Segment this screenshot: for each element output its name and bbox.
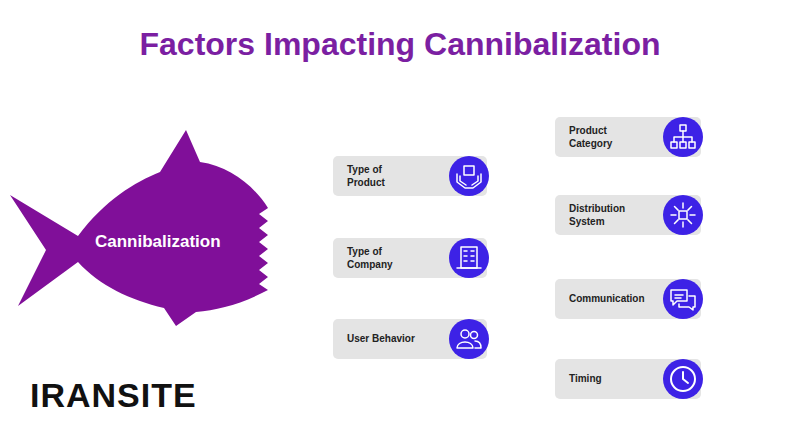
icon-stroke — [679, 211, 687, 219]
icon-stroke — [671, 290, 687, 305]
icon-stroke — [682, 222, 684, 227]
factor-icon — [671, 367, 695, 391]
factor-icon — [671, 203, 695, 227]
factor-label: Type of Product — [347, 163, 417, 190]
icon-stroke — [675, 207, 679, 211]
icon-stroke — [671, 367, 695, 391]
pill-shape — [333, 155, 491, 197]
icon-stroke — [671, 142, 677, 148]
icon-stroke — [688, 220, 692, 224]
factor-icon — [671, 125, 695, 148]
icon-circle — [449, 319, 489, 359]
icon-circle — [663, 359, 703, 399]
icon-stroke — [461, 330, 469, 338]
factor-pill: Timing — [555, 358, 705, 400]
icon-stroke — [671, 214, 676, 216]
fish-shape: Cannibalization — [0, 128, 280, 328]
icon-stroke — [471, 332, 478, 339]
factor-pill: Type of Company — [333, 237, 491, 279]
factor-label: Communication — [569, 292, 639, 306]
icon-stroke — [683, 372, 688, 383]
icon-stroke — [675, 295, 683, 298]
factor-icon — [671, 290, 695, 310]
icon-stroke — [464, 166, 474, 175]
factor-pill: Product Category — [555, 116, 705, 158]
factor-label: Product Category — [569, 124, 639, 151]
icon-stroke — [675, 220, 679, 224]
factor-label: Timing — [569, 372, 602, 386]
icon-stroke — [457, 341, 481, 348]
pill-shape — [333, 237, 491, 279]
icon-stroke — [457, 251, 481, 268]
pill-shape — [555, 194, 705, 236]
icon-stroke — [680, 125, 686, 131]
diagram-title: Factors Impacting Cannibalization — [0, 26, 800, 63]
icon-stroke — [690, 214, 695, 216]
factor-pill: Communication — [555, 278, 705, 320]
pill-shape — [555, 116, 705, 158]
icon-stroke — [680, 142, 686, 148]
icon-circle — [449, 156, 489, 196]
factor-label: Distribution System — [569, 202, 639, 229]
icon-circle — [663, 195, 703, 235]
factor-pill: Type of Product — [333, 155, 491, 197]
factor-icon — [457, 247, 481, 268]
factor-icon — [457, 330, 481, 348]
fish-body — [10, 130, 268, 326]
factor-label: User Behavior — [347, 332, 415, 346]
icon-circle — [663, 117, 703, 157]
factor-icon — [457, 166, 481, 188]
fish-label: Cannibalization — [95, 232, 221, 252]
factor-pill: User Behavior — [333, 318, 491, 360]
icon-stroke — [674, 131, 692, 142]
icon-stroke — [461, 247, 477, 268]
icon-stroke — [689, 142, 695, 148]
factor-label: Type of Company — [347, 245, 417, 272]
icon-stroke — [682, 203, 684, 208]
icon-stroke — [688, 207, 692, 211]
fish-outline — [0, 128, 280, 328]
icon-circle — [663, 279, 703, 319]
icon-circle — [449, 238, 489, 278]
factor-pill: Distribution System — [555, 194, 705, 236]
brand-logo: IRANSITE — [30, 376, 197, 415]
icon-stroke — [457, 174, 481, 188]
